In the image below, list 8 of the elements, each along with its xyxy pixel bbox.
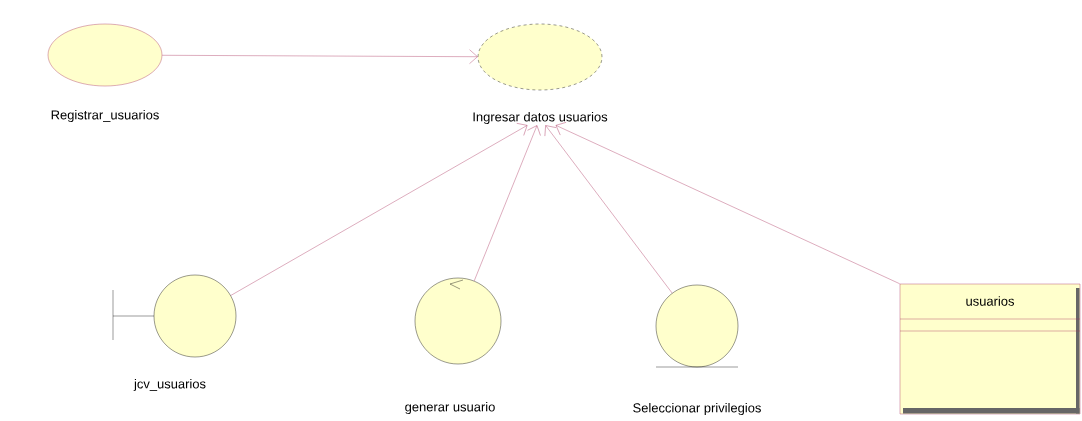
- arrow: [474, 125, 541, 282]
- arrow: [162, 49, 478, 64]
- arrow: [230, 123, 528, 296]
- arrow: [555, 122, 900, 284]
- class-box: usuarios: [899, 283, 1081, 415]
- node-label: Registrar_usuarios: [51, 109, 159, 123]
- node-label: Ingresar datos usuarios: [473, 111, 608, 125]
- arrow: [544, 125, 673, 294]
